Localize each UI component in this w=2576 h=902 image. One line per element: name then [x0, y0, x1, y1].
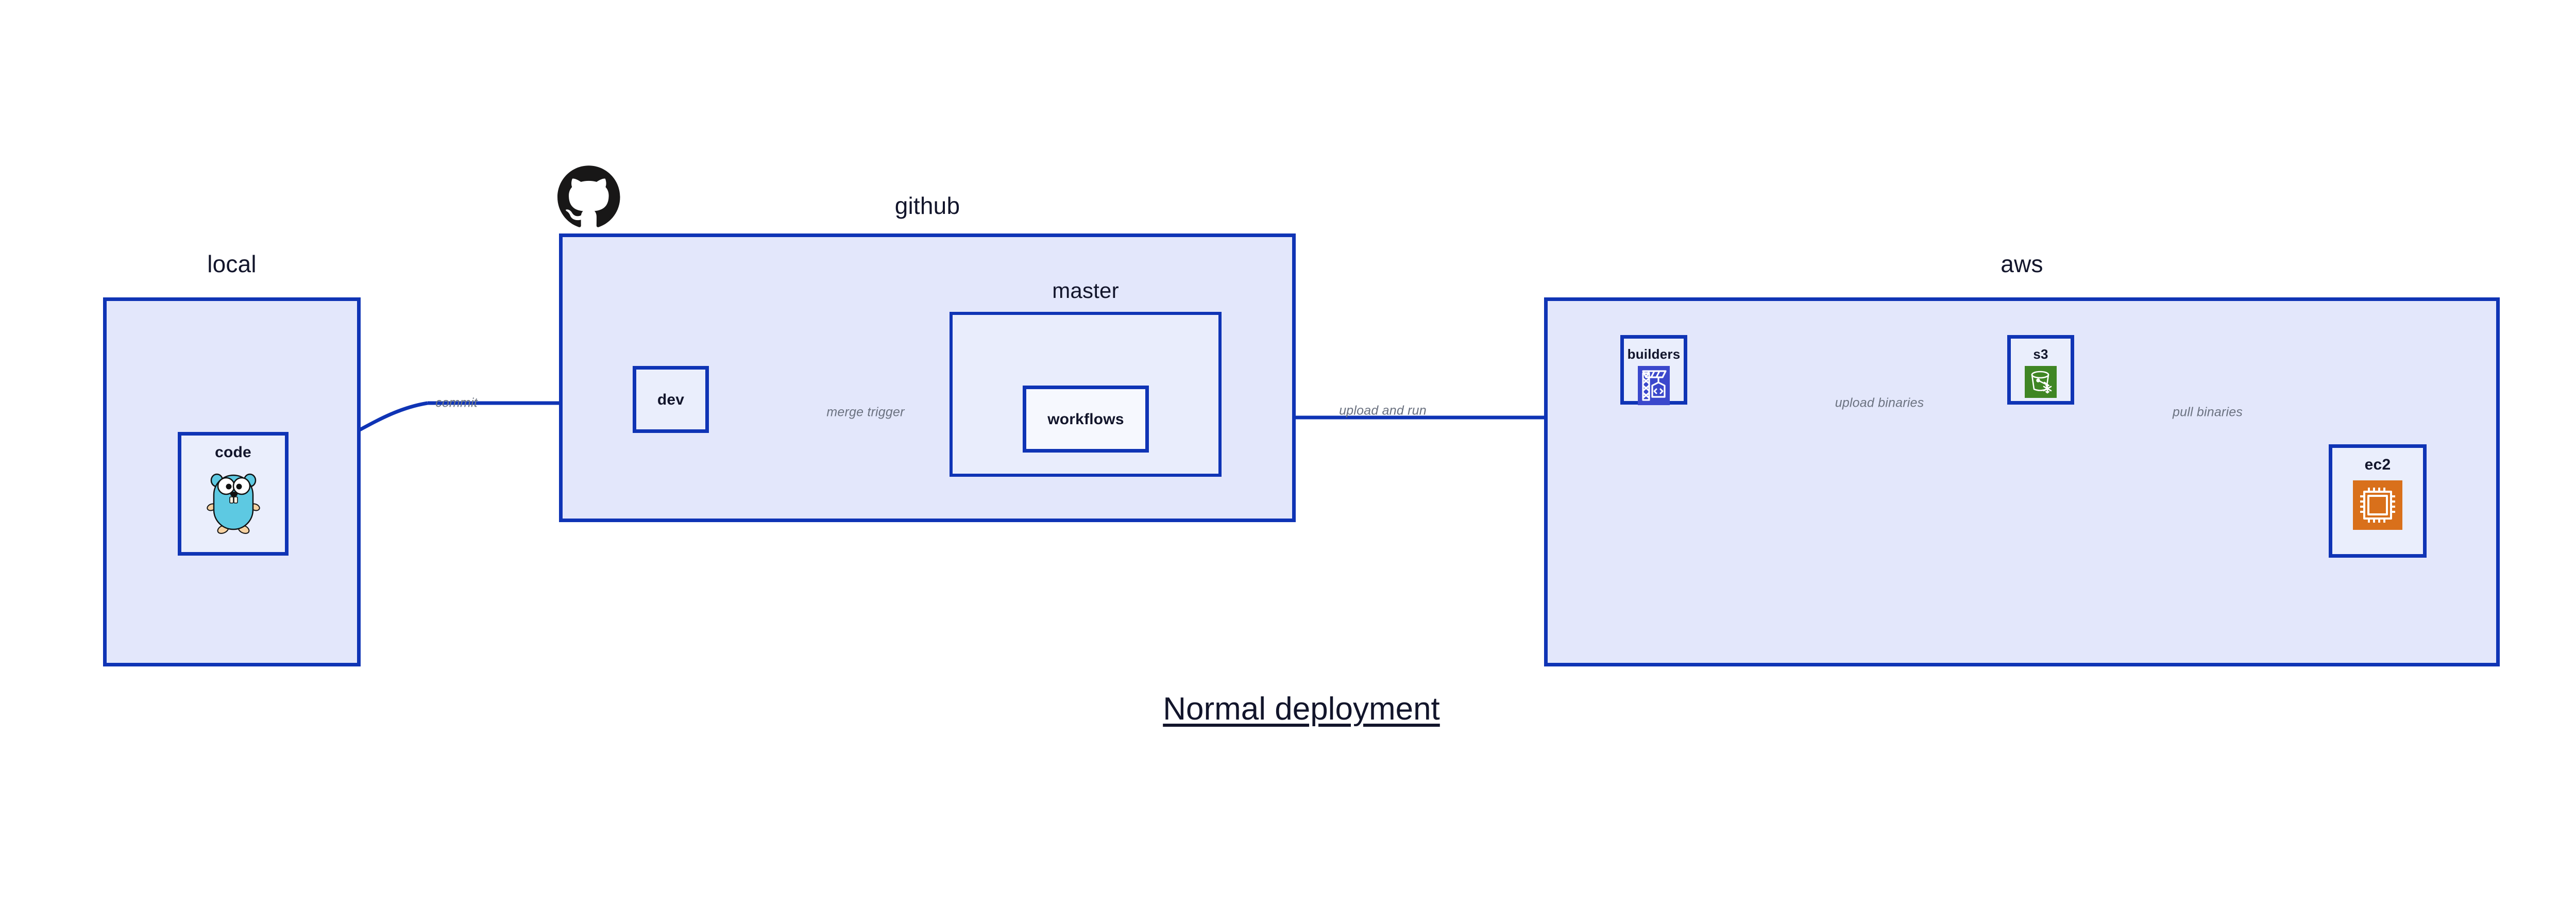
aws-codebuild-icon: [1638, 365, 1670, 405]
node-dev[interactable]: dev: [633, 366, 709, 433]
edge-label-pull-binaries: pull binaries: [2172, 405, 2243, 420]
group-label-aws: aws: [2001, 250, 2043, 277]
node-code[interactable]: code: [178, 432, 289, 556]
edge-label-merge-trigger: merge trigger: [826, 405, 905, 420]
node-s3[interactable]: s3: [2007, 335, 2074, 405]
edge-label-upload-and-run: upload and run: [1339, 403, 1427, 418]
node-label-workflows: workflows: [1047, 410, 1124, 428]
node-label-s3: s3: [2033, 346, 2048, 362]
node-label-dev: dev: [657, 391, 685, 408]
node-label-code: code: [215, 444, 251, 461]
edge-label-upload-binaries: upload binaries: [1835, 395, 1924, 410]
github-logo: [557, 165, 620, 228]
node-workflows[interactable]: workflows: [1023, 386, 1149, 453]
go-gopher-icon: [205, 468, 262, 535]
edge-label-commit: commit: [435, 395, 478, 410]
diagram-title: Normal deployment: [1163, 691, 1440, 727]
group-label-local: local: [207, 250, 257, 277]
aws-ec2-icon: [2353, 480, 2402, 530]
node-label-builders: builders: [1627, 346, 1681, 362]
group-label-github: github: [894, 192, 960, 219]
aws-s3-glacier-icon: [2025, 365, 2057, 398]
node-ec2[interactable]: ec2: [2329, 444, 2427, 558]
node-label-ec2: ec2: [2364, 456, 2391, 473]
node-builders[interactable]: builders: [1620, 335, 1687, 405]
group-label-master: master: [1052, 278, 1119, 303]
